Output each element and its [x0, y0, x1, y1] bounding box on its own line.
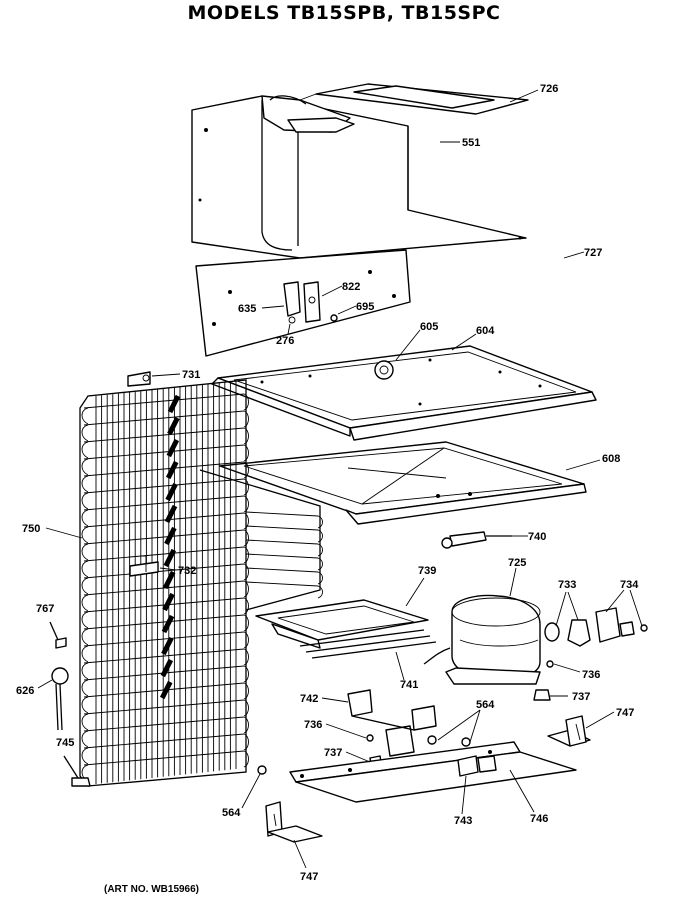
- back-panel: [195, 249, 411, 357]
- bracket-747-lower: [265, 801, 323, 843]
- base-tray-604: [211, 345, 597, 441]
- callout-276: 276: [276, 335, 294, 347]
- callout-564-lower: 564: [222, 807, 241, 819]
- top-cover-726: [299, 83, 529, 115]
- drain-pan-608: [219, 441, 587, 525]
- callout-736-lower: 736: [304, 719, 322, 731]
- callout-745: 745: [56, 737, 74, 749]
- base-rail-746: [289, 741, 577, 803]
- callout-746: 746: [530, 813, 548, 825]
- clip-767: [49, 621, 67, 649]
- clip-745: [63, 755, 91, 787]
- callout-731: 731: [182, 369, 200, 381]
- clip-732: [129, 555, 159, 577]
- callout-822: 822: [342, 281, 360, 293]
- compressor-725: [423, 594, 541, 685]
- drier-740: [441, 531, 512, 549]
- callout-605: 605: [420, 321, 438, 333]
- callout-727: 727: [584, 247, 602, 259]
- callout-741: 741: [400, 679, 418, 691]
- callout-750: 750: [22, 523, 40, 535]
- callout-734: 734: [620, 579, 639, 591]
- condenser-tubes: [81, 381, 323, 784]
- grommet-737-upper: [533, 689, 551, 701]
- callout-732: 732: [178, 565, 196, 577]
- outer-case: [191, 95, 527, 259]
- temperature-control-626: [51, 667, 69, 731]
- callout-747-right: 747: [616, 707, 634, 719]
- callout-743: 743: [454, 815, 472, 827]
- relay-733: [544, 619, 591, 647]
- grommet-736-upper: [546, 660, 554, 668]
- callout-626: 626: [16, 685, 34, 697]
- callout-695: 695: [356, 301, 374, 313]
- leader-lines: [37, 89, 643, 869]
- bracket-742: [347, 689, 437, 757]
- bracket-747-right: [547, 715, 591, 747]
- terminal-cover-734: [595, 607, 648, 643]
- callout-736-upper: 736: [582, 669, 600, 681]
- callout-733: 733: [558, 579, 576, 591]
- callout-740: 740: [528, 531, 546, 543]
- callout-742: 742: [300, 693, 318, 705]
- condenser-coil-750: [79, 379, 321, 787]
- callout-551: 551: [462, 137, 480, 149]
- art-number: (ART NO. WB15966): [104, 884, 200, 895]
- callout-564-upper: 564: [476, 699, 495, 711]
- callout-604: 604: [476, 325, 495, 337]
- callout-labels: 726 551 727 822 635 695 276 605 604 731 …: [16, 83, 639, 883]
- callout-608: 608: [602, 453, 620, 465]
- bracket-731: [127, 371, 151, 387]
- callout-737-upper: 737: [572, 691, 590, 703]
- callout-635: 635: [238, 303, 256, 315]
- callout-739: 739: [418, 565, 436, 577]
- diagram-title: MODELS TB15SPB, TB15SPC: [187, 2, 501, 24]
- callout-725: 725: [508, 557, 526, 569]
- evaporation-tray-739: [255, 599, 437, 659]
- callout-726: 726: [540, 83, 558, 95]
- callout-747-lower: 747: [300, 871, 318, 883]
- callout-737-lower: 737: [324, 747, 342, 759]
- callout-767: 767: [36, 603, 54, 615]
